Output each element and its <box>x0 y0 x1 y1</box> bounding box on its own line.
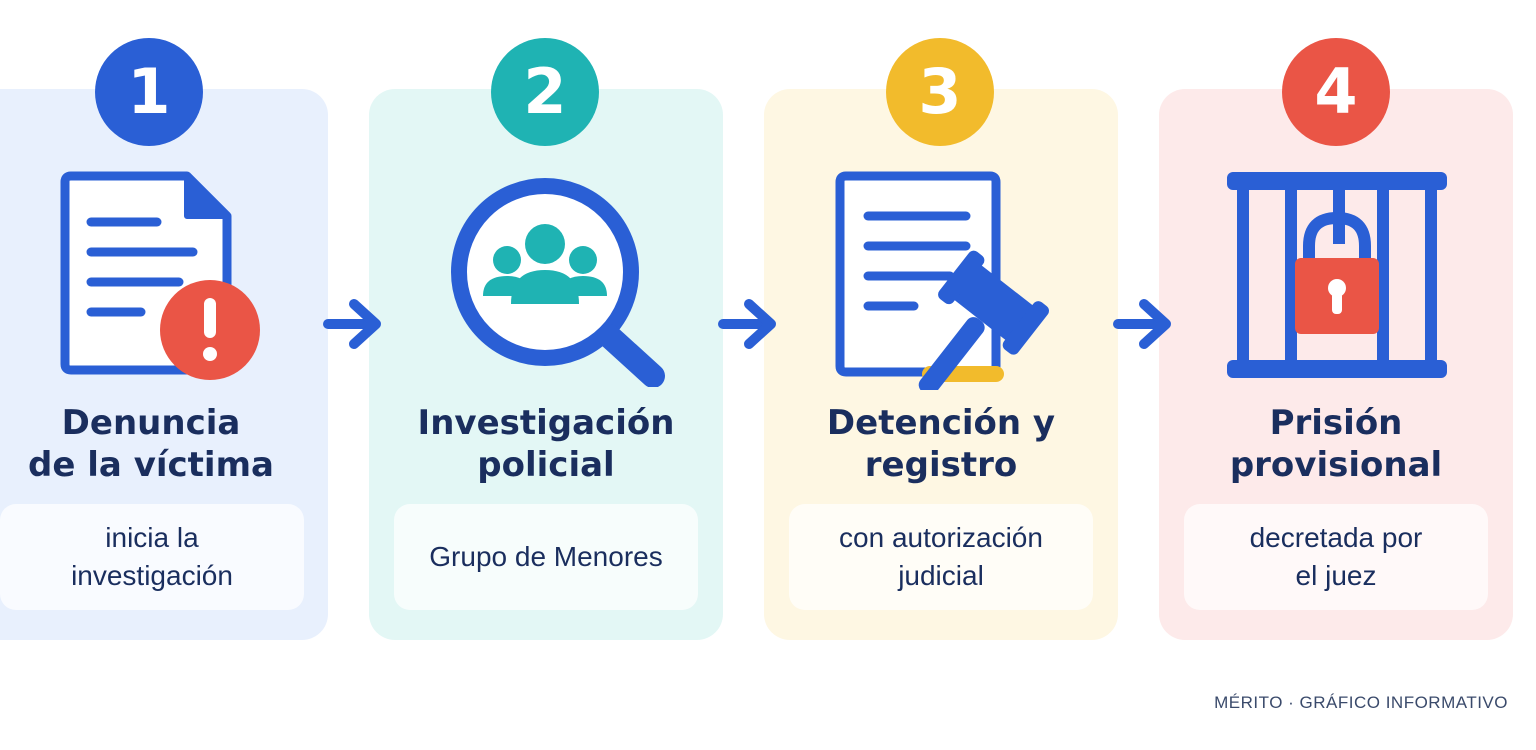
magnifier-group-icon <box>445 172 670 387</box>
step-description-4: decretada por el juez <box>1184 504 1488 610</box>
jail-lock-icon <box>1225 170 1450 385</box>
document-gavel-icon <box>830 170 1085 390</box>
arrow-right-icon <box>322 296 384 356</box>
step-description-2: Grupo de Menores <box>394 504 698 610</box>
step-title-2: Investigación policial <box>417 403 675 485</box>
step-title-4: Prisión provisional <box>1229 403 1443 485</box>
step-number-badge-3: 3 <box>886 38 994 146</box>
step-title-1: Denuncia de la víctima <box>28 403 274 485</box>
step-number-badge-4: 4 <box>1282 38 1390 146</box>
step-description-3: con autorización judicial <box>789 504 1093 610</box>
step-title-3: Detención y registro <box>826 403 1056 485</box>
footer-credit: MÉRITO · GRÁFICO INFORMATIVO <box>1214 693 1508 712</box>
step-number-badge-1: 1 <box>95 38 203 146</box>
document-alert-icon <box>55 170 265 385</box>
step-description-1: inicia la investigación <box>0 504 304 610</box>
arrow-right-icon <box>1112 296 1174 356</box>
arrow-right-icon <box>717 296 779 356</box>
step-number-badge-2: 2 <box>491 38 599 146</box>
